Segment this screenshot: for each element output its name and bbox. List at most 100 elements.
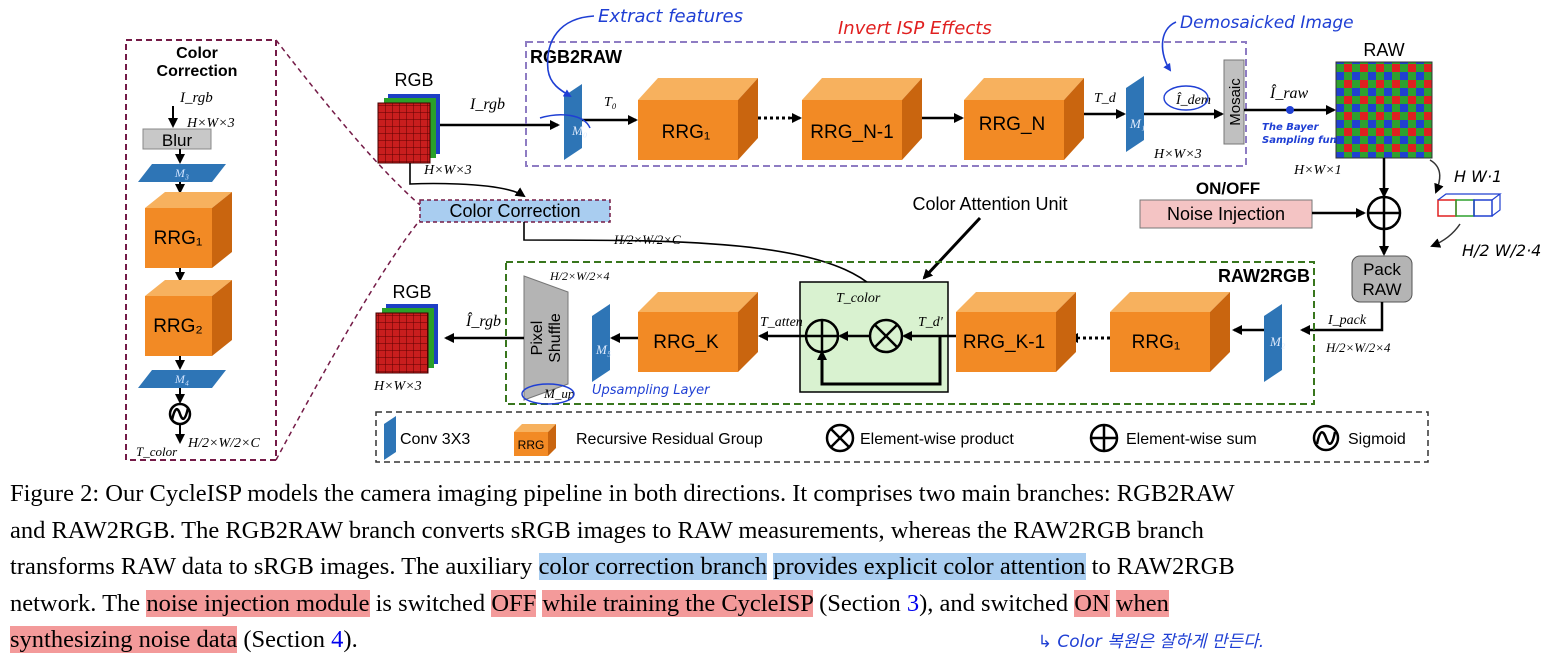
m0-label: M₀ xyxy=(571,123,587,138)
rgb2raw-rrgn-label: RRG_N xyxy=(979,114,1046,135)
pixel-shuffle-label-2: Shuffle xyxy=(547,313,564,363)
shuffle-dim: H/2×W/2×4 xyxy=(549,269,610,283)
legend: Conv 3X3 RRG Recursive Residual Group El… xyxy=(375,411,1429,463)
iraw-label: Î_raw xyxy=(1269,83,1309,102)
raw-label: RAW xyxy=(1363,40,1404,60)
noise-injection-block xyxy=(1139,199,1313,229)
figure-caption: Figure 2: Our CycleISP models the camera… xyxy=(10,476,1550,661)
section-3-link[interactable]: 3 xyxy=(906,589,920,617)
caption-line-2: and RAW2RGB. The RGB2RAW branch converts… xyxy=(10,516,1204,544)
note-hw4: H/2 W/2·4 xyxy=(1462,241,1541,260)
cc-panel-input-dim: H×W×3 xyxy=(186,116,235,131)
raw2rgb-rrg1-block: RRG₁ xyxy=(1110,292,1230,372)
rgb2raw-rrgn1-label: RRG_N-1 xyxy=(810,122,893,143)
cau-label: Color Attention Unit xyxy=(912,194,1067,214)
color-correction-node xyxy=(419,199,611,223)
irgb-hat-label: Î_rgb xyxy=(465,311,501,330)
legend-sum-icon xyxy=(1089,423,1119,453)
note-bayer-1: The Bayer xyxy=(1262,122,1320,133)
note-invert: Invert ISP Effects xyxy=(838,18,992,39)
legend-sigmoid-icon xyxy=(1312,424,1340,452)
legend-product-icon xyxy=(825,423,855,453)
highlight-training: while training the CycleISP xyxy=(542,589,813,617)
cc-rrg1-block: RRG₁ xyxy=(145,192,232,268)
cc-panel-output-dim: H/2×W/2×C xyxy=(187,436,260,451)
irgb-arrow-label: I_rgb xyxy=(469,96,505,113)
legend-rrg-box: RRG xyxy=(518,438,545,452)
cc-node-dim: H/2×W/2×C xyxy=(613,232,681,247)
caption-line-4: network. The noise injection module is s… xyxy=(10,586,1550,623)
highlight-noise-injection: noise injection module xyxy=(146,589,370,617)
legend-rrg-icon xyxy=(514,432,548,456)
t0-label: T₀ xyxy=(604,95,617,110)
rgb2raw-rrg1-label: RRG₁ xyxy=(662,122,711,143)
raw2rgb-title: RAW2RGB xyxy=(1218,266,1310,286)
rgb2raw-rrg1-block: RRG₁ xyxy=(638,78,758,160)
sigmoid-icon xyxy=(168,402,192,426)
cau-td-label: T_d' xyxy=(918,315,944,330)
legend-conv: Conv 3X3 xyxy=(400,431,470,448)
rgb2raw-rrgn1-block: RRG_N-1 xyxy=(802,78,922,160)
color-correction-node-label: Color Correction xyxy=(449,201,580,221)
tatten-label: T_atten xyxy=(760,315,803,330)
caption-text: (Section xyxy=(812,589,907,617)
note-upsampling: Upsampling Layer xyxy=(592,383,711,398)
raw2rgb-rrgk1-block: RRG_K-1 xyxy=(956,292,1076,372)
rgb-input-image: RGB H×W×3 xyxy=(377,70,472,178)
conv-m4 xyxy=(138,370,226,388)
mosaic-block xyxy=(1223,59,1245,145)
conv-m1 xyxy=(1126,76,1144,152)
pixel-shuffle-block xyxy=(523,275,569,401)
note-bayer-2: Sampling fun. xyxy=(1262,135,1341,146)
cc-panel-output-label: T_color xyxy=(136,444,178,459)
caption-line-1: Figure 2: Our CycleISP models the camera… xyxy=(10,480,1235,507)
noise-sum-icon xyxy=(1366,195,1402,231)
cc-rrg2-block: RRG₂ xyxy=(145,280,232,356)
rgb-output-dim: H×W×3 xyxy=(373,379,422,394)
ipack-label: I_pack xyxy=(1327,313,1367,328)
cau-tcolor-label: T_color xyxy=(836,291,881,306)
zoom-line-top xyxy=(275,39,421,206)
handwritten-notes: Extract features Invert ISP Effects Demo… xyxy=(521,6,1541,405)
raw2rgb-rrg1-label: RRG₁ xyxy=(1132,332,1181,353)
raw2rgb-rrgk-label: RRG_K xyxy=(653,332,719,353)
caption-line-3: transforms RAW data to sRGB images. The … xyxy=(10,549,1550,586)
rgb-input-dim: H×W×3 xyxy=(423,163,472,178)
cc-panel-title-1: Color xyxy=(176,45,218,62)
cycleisp-diagram: Color Correction I_rgb H×W×3 Blur M₃ RRG… xyxy=(125,6,1541,463)
td-label: T_d xyxy=(1094,91,1117,106)
highlight-color-attention: provides explicit color attention xyxy=(773,553,1086,580)
mup-label: M_up xyxy=(543,386,575,401)
m3-label: M₃ xyxy=(174,166,189,180)
mosaic-label: Mosaic xyxy=(1227,78,1244,126)
m2-label: M₂ xyxy=(1269,334,1286,349)
note-tensor-icon xyxy=(1437,193,1502,217)
rgb2raw-branch: RGB2RAW M₀ T₀ RRG₁ RRG_N-1 RRG_N T_d M xyxy=(525,41,1247,167)
pack-label-1: Pack xyxy=(1363,260,1401,279)
section-4-link[interactable]: 4 xyxy=(331,626,344,653)
caption-text: network. The xyxy=(10,589,147,617)
caption-text: (Section xyxy=(237,626,332,653)
highlight-on: ON xyxy=(1074,589,1110,617)
legend-product: Element-wise product xyxy=(860,431,1014,448)
highlight-off: OFF xyxy=(491,589,537,617)
note-demosaicked: Demosaicked Image xyxy=(1180,13,1354,33)
blur-block xyxy=(142,128,212,150)
caption-text: ), and switched xyxy=(919,589,1075,617)
conv-m5 xyxy=(592,304,610,382)
noise-injection-label: Noise Injection xyxy=(1167,204,1285,224)
caption-text: is switched xyxy=(369,589,492,617)
m1-label: M₁ xyxy=(1129,116,1145,131)
cc-panel-input-label: I_rgb xyxy=(179,90,213,106)
legend-sum: Element-wise sum xyxy=(1126,431,1257,448)
caption-text: to RAW2RGB xyxy=(1085,553,1235,580)
color-correction-panel: Color Correction I_rgb H×W×3 Blur M₃ RRG… xyxy=(125,39,277,461)
sum-icon xyxy=(804,318,840,354)
raw-dim: H×W×1 xyxy=(1293,163,1342,178)
zoom-line-bottom xyxy=(275,219,421,461)
rgb2raw-dim: H×W×3 xyxy=(1153,147,1202,162)
rgb-to-cc-arrow xyxy=(409,163,526,198)
note-hw1: H W·1 xyxy=(1454,167,1502,186)
legend-rrg: Recursive Residual Group xyxy=(576,431,763,448)
rgb2raw-rrgn-block: RRG_N xyxy=(964,78,1084,160)
